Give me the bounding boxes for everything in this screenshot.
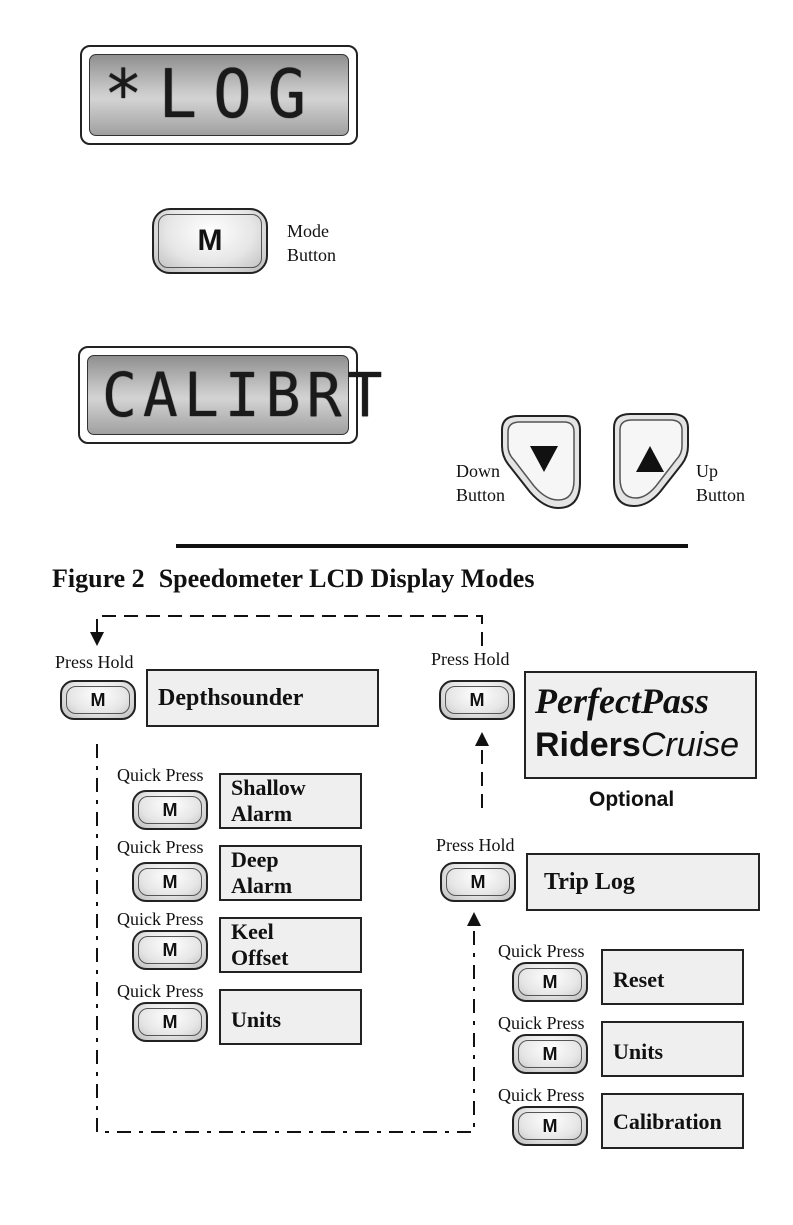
- depthsounder-m-button[interactable]: M: [60, 680, 136, 720]
- quick-press-caption: Quick Press: [498, 1013, 585, 1033]
- mode-label-reset: Reset: [613, 967, 665, 992]
- up-arrow-icon: [636, 446, 664, 472]
- perfectpass-m-button[interactable]: M: [439, 680, 515, 720]
- section-divider: [176, 544, 688, 548]
- press-hold-caption: Press Hold: [431, 649, 510, 669]
- perfectpass-title: PerfectPass: [535, 681, 709, 721]
- down-button-label-line1: Down: [456, 461, 500, 481]
- quick-press-caption: Quick Press: [498, 1085, 585, 1105]
- mode-button-glyph: M: [197, 224, 223, 257]
- optional-label: Optional: [589, 788, 675, 811]
- mode-box-trip-units: Units: [601, 1021, 744, 1077]
- mode-label-line2: Alarm: [231, 801, 293, 826]
- mode-box-calibration: Calibration: [601, 1093, 744, 1149]
- mode-label-line1: Shallow: [231, 775, 306, 800]
- mode-box-deep-alarm: Deep Alarm: [219, 845, 362, 901]
- quick-press-caption: Quick Press: [117, 837, 204, 857]
- press-hold-caption: Press Hold: [55, 652, 134, 672]
- m-glyph: M: [162, 939, 178, 960]
- mode-label-line2: Offset: [231, 945, 289, 970]
- figure-number: Figure 2: [52, 564, 145, 593]
- press-hold-caption: Press Hold: [436, 835, 515, 855]
- mode-box-units: Units: [219, 989, 362, 1045]
- quick-press-caption: Quick Press: [498, 941, 585, 961]
- m-glyph: M: [162, 871, 178, 892]
- m-glyph: M: [162, 1011, 178, 1032]
- mode-label-trip-units: Units: [613, 1039, 664, 1064]
- calibration-m-button[interactable]: M: [512, 1106, 588, 1146]
- figure-caption: Speedometer LCD Display Modes: [158, 564, 535, 593]
- lcd-screen: CALIBRT: [87, 355, 382, 435]
- mode-label-units: Units: [231, 1007, 282, 1032]
- mode-box-depthsounder: Depthsounder: [146, 669, 379, 727]
- mode-label-line2: Alarm: [231, 873, 293, 898]
- units-m-button[interactable]: M: [132, 1002, 208, 1042]
- mode-box-perfectpass: [524, 671, 757, 779]
- lcd-screen: *LOG: [89, 54, 349, 136]
- trip-log-m-button[interactable]: M: [440, 862, 516, 902]
- m-glyph: M: [542, 971, 558, 992]
- mode-label-line1: Keel: [231, 919, 274, 944]
- lcd-text-log: *LOG: [104, 56, 323, 134]
- mode-box-trip-log: Trip Log: [526, 853, 760, 911]
- deep-alarm-m-button[interactable]: M: [132, 862, 208, 902]
- mode-box-shallow-alarm: Shallow Alarm: [219, 773, 362, 829]
- shallow-alarm-m-button[interactable]: M: [132, 790, 208, 830]
- lcd-display-log: *LOG: [80, 45, 358, 145]
- m-glyph: M: [162, 799, 178, 820]
- mode-label-line1: Deep: [231, 847, 279, 872]
- down-button-label-line2: Button: [456, 485, 506, 505]
- riders-text: Riders: [535, 726, 641, 764]
- m-glyph: M: [542, 1043, 558, 1064]
- mode-label-depthsounder: Depthsounder: [158, 685, 304, 711]
- up-button-label-line1: Up: [696, 461, 718, 481]
- arrowhead-up-icon: [467, 912, 481, 926]
- mode-label-trip-log: Trip Log: [544, 869, 635, 895]
- reset-m-button[interactable]: M: [512, 962, 588, 1002]
- mode-box-reset: Reset: [601, 949, 744, 1005]
- mode-box-keel-offset: Keel Offset: [219, 917, 362, 973]
- quick-press-caption: Quick Press: [117, 765, 204, 785]
- mode-label-calibration: Calibration: [613, 1109, 722, 1134]
- riderscruise-logo: RidersCruise: [535, 726, 739, 765]
- trip-units-m-button[interactable]: M: [512, 1034, 588, 1074]
- m-glyph: M: [542, 1115, 558, 1136]
- mode-button-label-line2: Button: [287, 245, 337, 265]
- arrowhead-down-icon: [90, 632, 104, 646]
- keel-offset-m-button[interactable]: M: [132, 930, 208, 970]
- down-arrow-icon: [530, 446, 558, 472]
- lcd-text-calibrt: CALIBRT: [102, 359, 389, 431]
- mode-button-label-line1: Mode: [287, 221, 329, 241]
- m-glyph: M: [469, 689, 485, 710]
- down-button[interactable]: [496, 412, 586, 512]
- up-button[interactable]: [608, 410, 692, 510]
- mode-button[interactable]: M: [152, 208, 268, 274]
- cruise-text: Cruise: [640, 726, 740, 764]
- quick-press-caption: Quick Press: [117, 981, 204, 1001]
- quick-press-caption: Quick Press: [117, 909, 204, 929]
- m-glyph: M: [470, 871, 486, 892]
- figure-title: Figure 2 Speedometer LCD Display Modes: [52, 564, 534, 594]
- arrowhead-up-icon: [475, 732, 489, 746]
- m-glyph: M: [90, 689, 106, 710]
- up-button-label-line2: Button: [696, 485, 746, 505]
- lcd-display-calibrt: CALIBRT: [78, 346, 382, 444]
